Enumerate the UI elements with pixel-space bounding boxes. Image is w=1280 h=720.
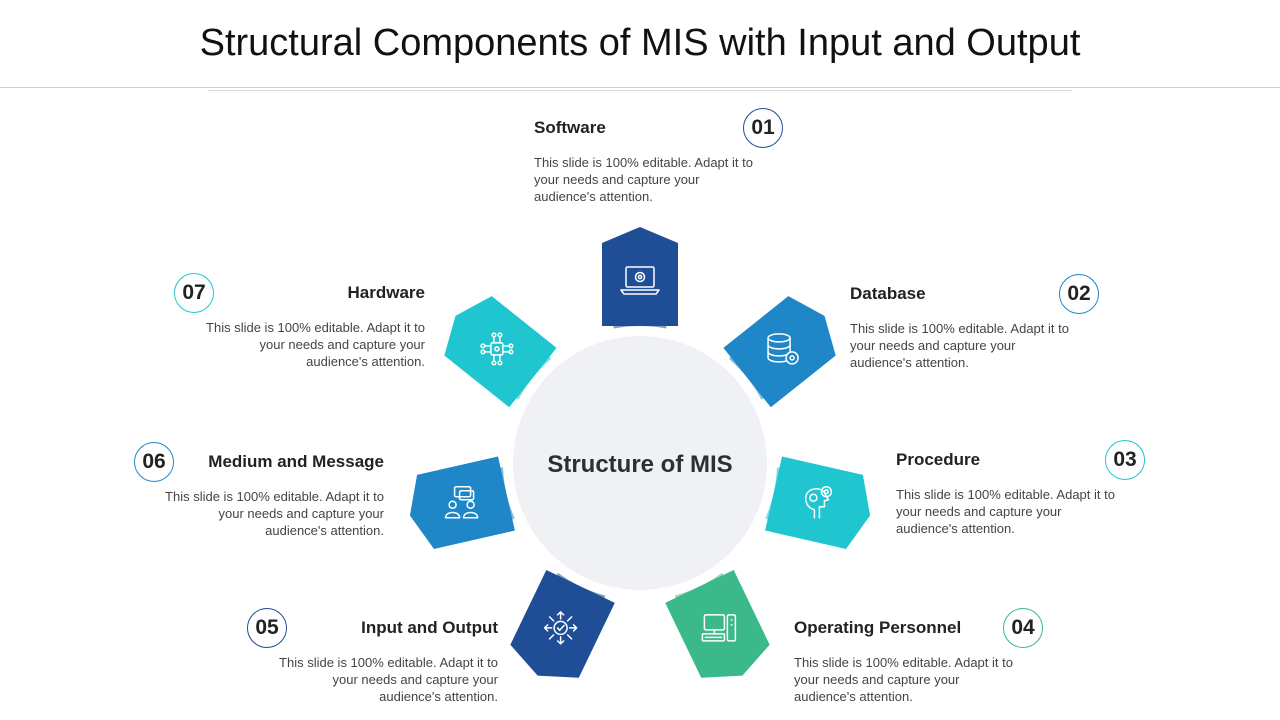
item-heading: Hardware xyxy=(347,283,425,302)
item-heading: Input and Output xyxy=(361,618,498,637)
petal-shape-05 xyxy=(510,569,615,678)
title-divider xyxy=(0,87,1280,88)
item-input-output: Input and Output This slide is 100% edit… xyxy=(268,618,498,705)
page-title: Structural Components of MIS with Input … xyxy=(199,22,1081,64)
petal-03 xyxy=(765,456,871,550)
center-label: Structure of MIS xyxy=(547,451,732,478)
number-badge-02: 02 xyxy=(1059,274,1099,314)
petal-shape-07 xyxy=(444,296,557,408)
item-heading: Procedure xyxy=(896,450,981,469)
item-database: Database This slide is 100% editable. Ad… xyxy=(850,284,1080,371)
item-procedure: Procedure This slide is 100% editable. A… xyxy=(896,450,1126,537)
item-heading: Operating Personnel xyxy=(794,618,962,637)
item-description: This slide is 100% editable. Adapt it to… xyxy=(165,489,384,538)
petal-shape-06 xyxy=(409,456,515,550)
item-description: This slide is 100% editable. Adapt it to… xyxy=(896,487,1115,536)
item-description: This slide is 100% editable. Adapt it to… xyxy=(794,655,1013,704)
petal-06 xyxy=(409,456,515,550)
petal-02 xyxy=(723,296,836,408)
people-chat-icon xyxy=(444,485,479,519)
petal-shape-04 xyxy=(665,569,770,678)
center-hub xyxy=(513,336,767,590)
item-operating-personnel: Operating Personnel This slide is 100% e… xyxy=(794,618,1024,705)
petal-04 xyxy=(665,569,770,678)
number-badge-05: 05 xyxy=(247,608,287,648)
number-badge-04: 04 xyxy=(1003,608,1043,648)
item-heading: Medium and Message xyxy=(208,452,384,471)
circuit-chip-icon xyxy=(480,332,514,366)
item-heading: Software xyxy=(534,118,606,137)
petal-01 xyxy=(602,227,678,326)
item-description: This slide is 100% editable. Adapt it to… xyxy=(534,155,753,204)
number-badge-03: 03 xyxy=(1105,440,1145,480)
petal-shape-02 xyxy=(723,296,836,408)
title-underline xyxy=(208,90,1072,91)
database-gear-icon xyxy=(767,333,799,365)
petal-shape-03 xyxy=(765,456,871,550)
head-gears-icon xyxy=(804,485,833,519)
laptop-gear-icon xyxy=(620,266,660,295)
item-software: Software This slide is 100% editable. Ad… xyxy=(534,118,764,205)
item-hardware: Hardware This slide is 100% editable. Ad… xyxy=(195,283,425,370)
number-badge-06: 06 xyxy=(134,442,174,482)
item-heading: Database xyxy=(850,284,926,303)
petal-07 xyxy=(444,296,557,408)
petal-05 xyxy=(510,569,615,678)
petal-shape-01 xyxy=(602,227,678,326)
item-description: This slide is 100% editable. Adapt it to… xyxy=(206,320,425,369)
number-badge-07: 07 xyxy=(174,273,214,313)
arrows-check-icon xyxy=(543,611,578,645)
item-description: This slide is 100% editable. Adapt it to… xyxy=(279,655,498,704)
computer-workstation-icon xyxy=(701,614,737,642)
number-badge-01: 01 xyxy=(743,108,783,148)
item-description: This slide is 100% editable. Adapt it to… xyxy=(850,321,1069,370)
item-medium-message: Medium and Message This slide is 100% ed… xyxy=(154,452,384,539)
